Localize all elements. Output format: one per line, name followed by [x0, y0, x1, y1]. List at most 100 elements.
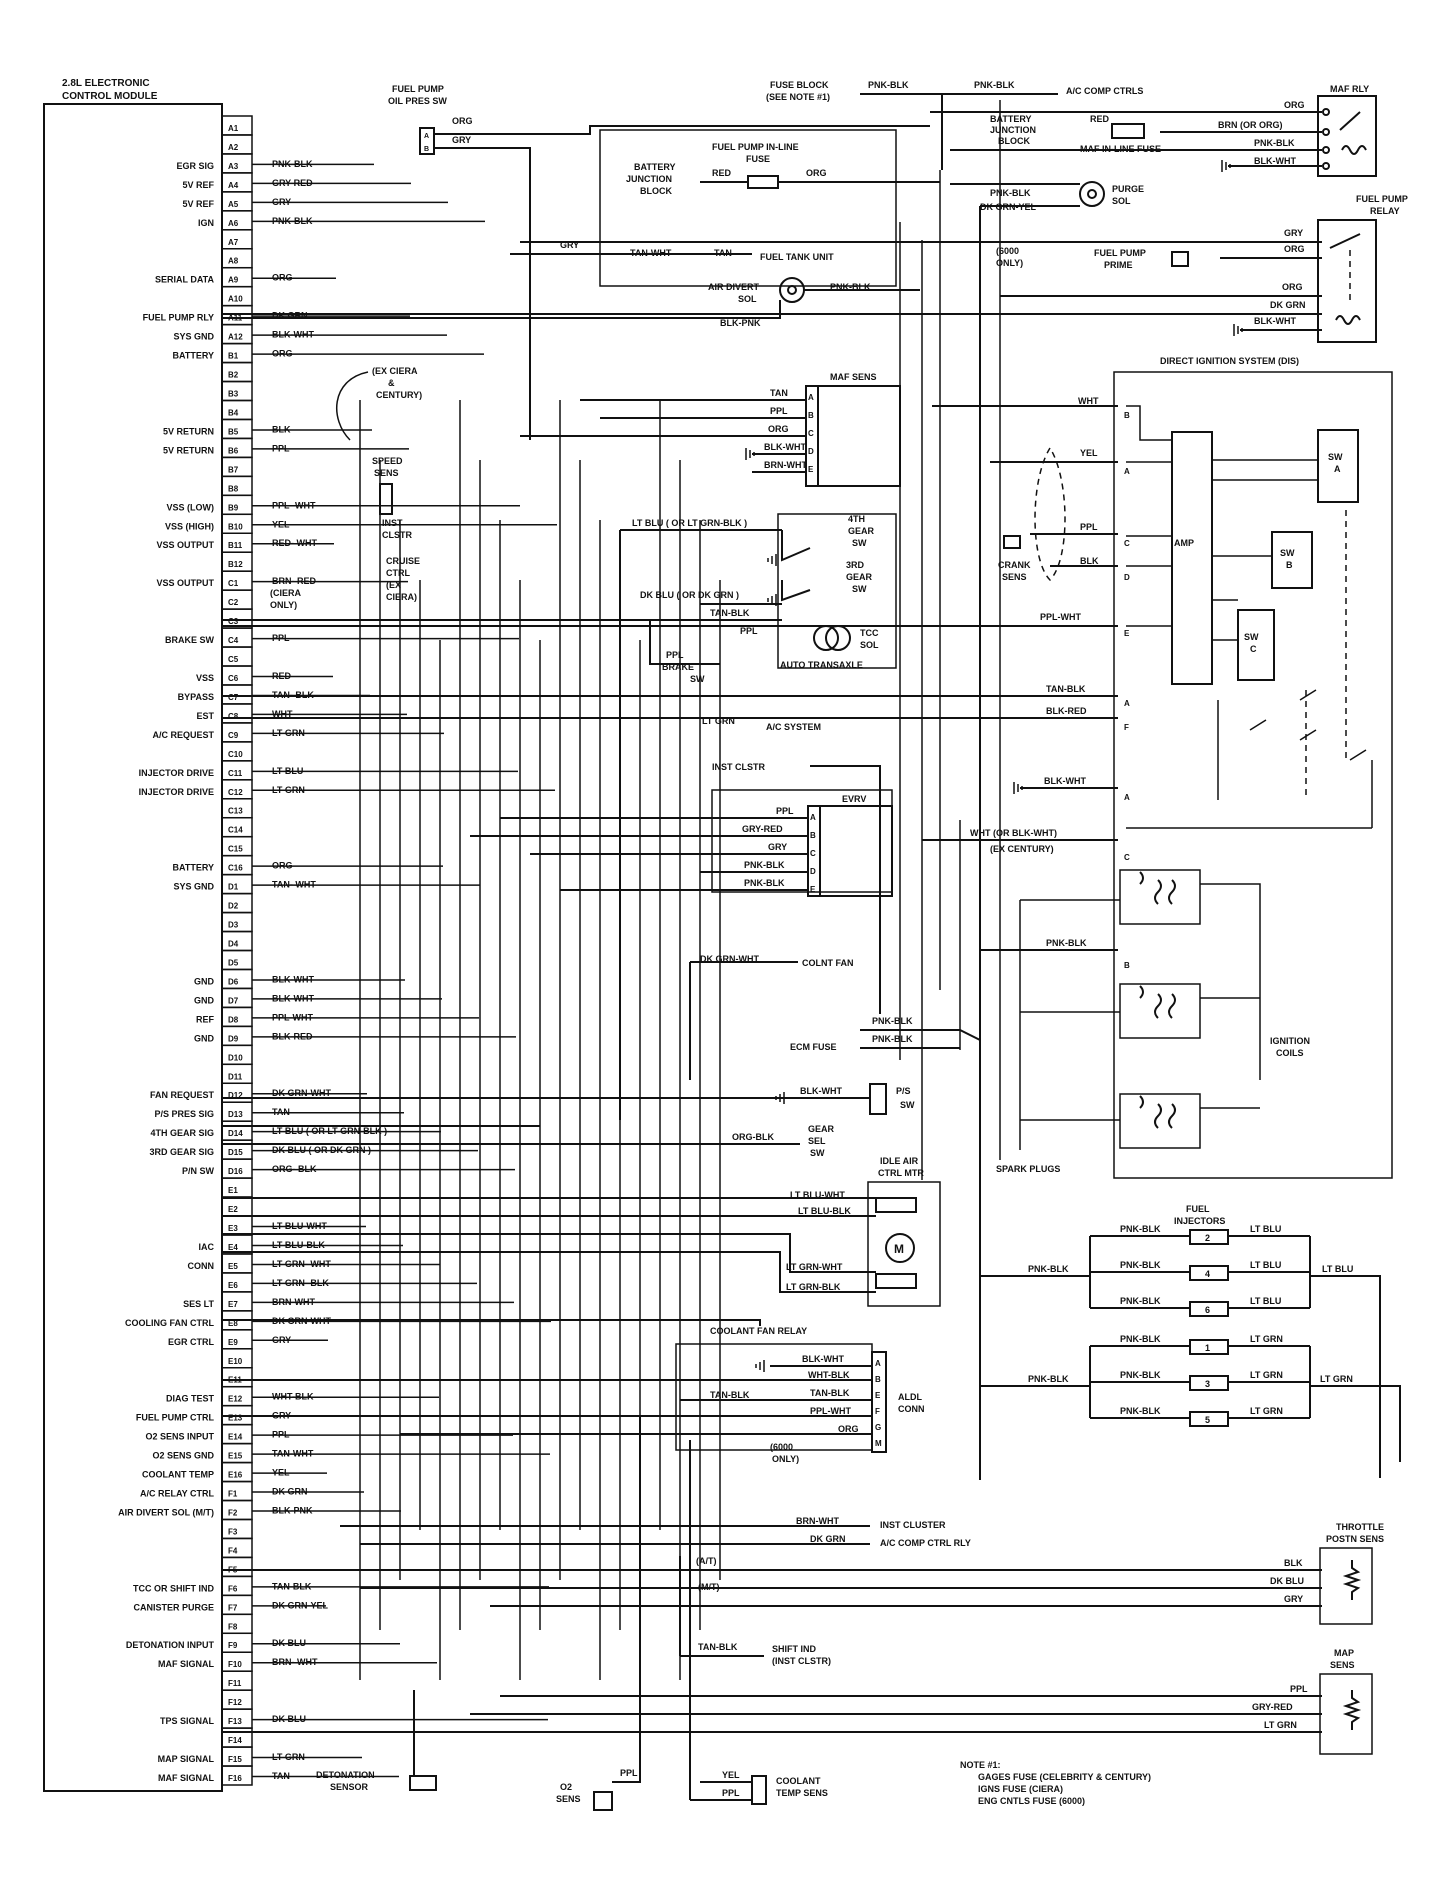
svg-text:PPL: PPL — [740, 626, 758, 636]
svg-text:BLOCK: BLOCK — [640, 186, 672, 196]
svg-text:TAN-BLK: TAN-BLK — [710, 1390, 750, 1400]
shift-indicator: TAN-BLK SHIFT IND (INST CLSTR) — [679, 1556, 831, 1666]
pin-id: E10 — [228, 1357, 243, 1366]
svg-text:PPL-WHT: PPL-WHT — [1040, 612, 1081, 622]
svg-text:DK GRN: DK GRN — [810, 1534, 846, 1544]
svg-text:BLK: BLK — [1284, 1558, 1303, 1568]
pin-id: E13 — [228, 1414, 243, 1423]
pin-id: F6 — [228, 1584, 238, 1593]
injector-number: 3 — [1205, 1379, 1210, 1389]
ecm-pin-d3: D3 — [221, 911, 253, 933]
svg-text:BLK-WHT: BLK-WHT — [764, 442, 806, 452]
svg-text:(EX CIERA: (EX CIERA — [372, 366, 418, 376]
pin-id: B2 — [228, 371, 239, 380]
svg-text:PNK-BLK: PNK-BLK — [868, 80, 909, 90]
svg-text:FUEL: FUEL — [1186, 1204, 1210, 1214]
svg-text:BATTERY: BATTERY — [990, 114, 1032, 124]
svg-text:ONLY): ONLY) — [270, 600, 297, 610]
svg-text:ORG: ORG — [838, 1424, 859, 1434]
pin-id: E16 — [228, 1471, 243, 1480]
svg-text:WHT-BLK: WHT-BLK — [808, 1370, 850, 1380]
pin-function: O2 SENS INPUT — [145, 1432, 214, 1442]
ecm-pin-c14: C14 — [221, 816, 253, 838]
svg-text:BRN (OR ORG): BRN (OR ORG) — [1218, 120, 1283, 130]
pin-function: O2 SENS GND — [152, 1451, 214, 1461]
injector-drive-wire: LT GRN — [1250, 1406, 1283, 1416]
pin-function: COOLANT TEMP — [142, 1470, 214, 1480]
svg-text:PPL: PPL — [620, 1768, 638, 1778]
svg-text:BLK: BLK — [1080, 556, 1099, 566]
svg-text:IGNITION: IGNITION — [1270, 1036, 1310, 1046]
pin-function: 5V RETURN — [163, 445, 214, 455]
pin-id: E3 — [228, 1224, 238, 1233]
svg-text:(6000: (6000 — [770, 1442, 793, 1452]
pin-id: A12 — [228, 333, 243, 342]
pin-id: C15 — [228, 845, 243, 854]
svg-text:LT GRN-BLK: LT GRN-BLK — [786, 1282, 841, 1292]
pin-id: F2 — [228, 1508, 238, 1517]
svg-text:SOL: SOL — [1112, 196, 1131, 206]
svg-text:FUEL PUMP IN-LINE: FUEL PUMP IN-LINE — [712, 142, 799, 152]
svg-text:PNK-BLK: PNK-BLK — [744, 860, 785, 870]
map-sensor: MAP SENS PPL GRY-RED LT GRN — [222, 1648, 1373, 1755]
pin-function: EGR CTRL — [168, 1337, 215, 1347]
injector-number: 5 — [1205, 1415, 1210, 1425]
pin-id: F16 — [228, 1774, 242, 1783]
pin-id: A4 — [228, 181, 239, 190]
svg-text:A: A — [1334, 464, 1341, 474]
ecm-pin-a2: A2 — [221, 134, 253, 155]
pin-id: A2 — [228, 143, 239, 152]
svg-text:CIERA): CIERA) — [386, 592, 417, 602]
connector-letter: M — [875, 1439, 882, 1448]
svg-text:P/S: P/S — [896, 1086, 911, 1096]
svg-text:DK BLU ( OR DK GRN ): DK BLU ( OR DK GRN ) — [640, 590, 739, 600]
pin-id: E15 — [228, 1452, 243, 1461]
pin-id: A9 — [228, 276, 239, 285]
svg-text:BLK-WHT: BLK-WHT — [1254, 156, 1296, 166]
svg-text:POSTN SENS: POSTN SENS — [1326, 1534, 1384, 1544]
pin-function: DETONATION INPUT — [126, 1640, 215, 1650]
svg-text:INST CLUSTER: INST CLUSTER — [880, 1520, 946, 1530]
injector-drive-wire: LT BLU — [1250, 1224, 1281, 1234]
svg-text:ORG: ORG — [452, 116, 473, 126]
connector-letter: D — [808, 447, 814, 456]
ecm-pin-e1: E1 — [221, 1177, 253, 1198]
pin-function: INJECTOR DRIVE — [139, 787, 214, 797]
injector-number: 6 — [1205, 1305, 1210, 1315]
svg-text:GRY-RED: GRY-RED — [742, 824, 783, 834]
ecm-pin-c13: C13 — [221, 798, 253, 819]
detonation-sensor: DETONATION SENSOR — [316, 1690, 437, 1792]
svg-text:AIR DIVERT: AIR DIVERT — [708, 282, 760, 292]
svg-text:C: C — [1124, 853, 1130, 862]
ecm-fuse: PNK-BLK PNK-BLK ECM FUSE — [790, 1016, 981, 1052]
svg-text:SENSOR: SENSOR — [330, 1782, 369, 1792]
svg-text:PNK-BLK: PNK-BLK — [744, 878, 785, 888]
svg-text:DIRECT IGNITION SYSTEM (DIS): DIRECT IGNITION SYSTEM (DIS) — [1160, 356, 1299, 366]
svg-text:NOTE #1:: NOTE #1: — [960, 1760, 1001, 1770]
injector-feed-wire: PNK-BLK — [1120, 1406, 1161, 1416]
svg-text:ORG: ORG — [806, 168, 827, 178]
connector-letter: A — [808, 393, 814, 402]
pin-id: B7 — [228, 465, 239, 474]
ecm-pin-e11: E11 — [221, 1367, 253, 1388]
svg-text:LT GRN-WHT: LT GRN-WHT — [786, 1262, 843, 1272]
svg-text:PNK-BLK: PNK-BLK — [1028, 1264, 1069, 1274]
ecm-pin-e10: E10 — [221, 1348, 253, 1369]
connector-letter: E — [810, 885, 816, 894]
svg-text:BLK-WHT: BLK-WHT — [1044, 776, 1086, 786]
ecm-pin-d2: D2 — [221, 892, 253, 914]
pin-id: B10 — [228, 522, 243, 531]
svg-text:D: D — [1124, 573, 1130, 582]
pin-id: A3 — [228, 162, 239, 171]
svg-text:TCC: TCC — [860, 628, 879, 638]
pin-id: D14 — [228, 1129, 243, 1138]
pin-id: C6 — [228, 674, 239, 683]
